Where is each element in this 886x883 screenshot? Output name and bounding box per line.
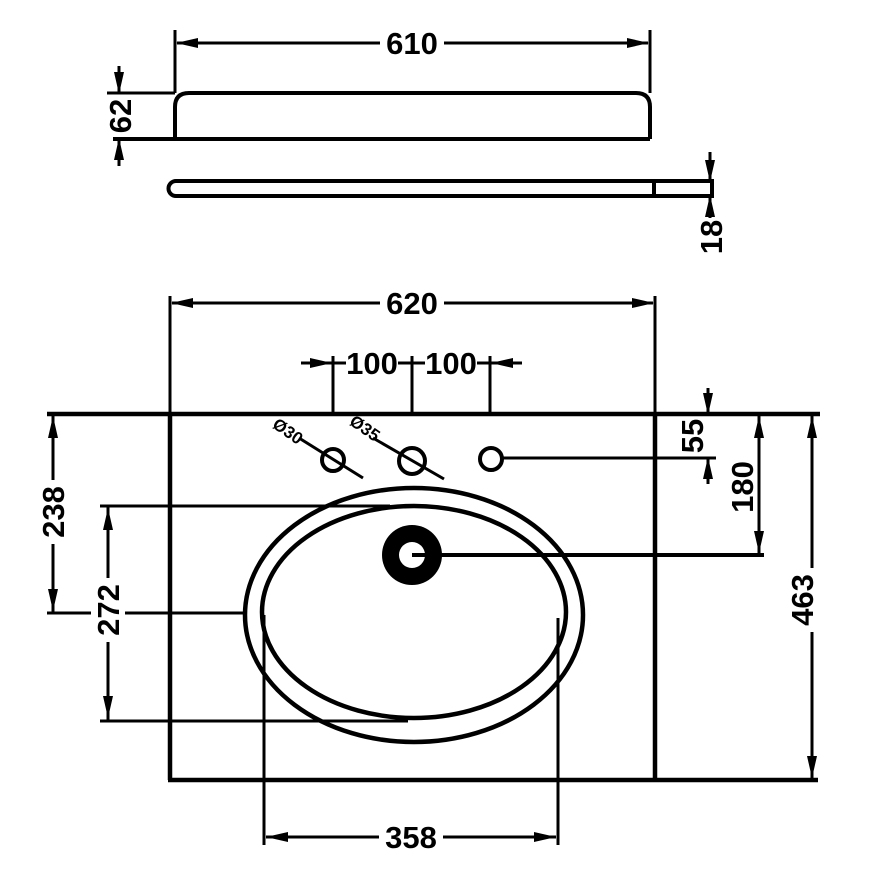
basin-rim-ellipse [242,485,586,745]
dim-label-hole-spacing-right: 100 [425,346,477,381]
arrowhead-55-bottom [703,457,713,479]
arrowhead-620-right [632,298,654,308]
arrowhead-358-right [534,832,556,842]
arrowhead-18-top [705,160,715,182]
arrowhead-180-bottom [754,531,764,553]
dim-label-edge-to-overflow: 180 [725,461,760,513]
plan-view: 620 100 100 Ø30 Ø35 [36,286,820,855]
dim-label-edge-to-bowl-centre: 238 [36,486,71,538]
arrowhead-272-top [103,508,113,530]
dim-label-hole-left-diameter: Ø30 [269,414,306,448]
arrowhead-62-top [114,72,124,94]
label-mask-463 [786,568,820,632]
arrowhead-238-bottom [48,589,58,611]
dim-label-shelf-width: 610 [386,26,438,61]
arrowhead-100-left [310,358,332,368]
dim-label-counter-depth: 463 [785,574,820,626]
arrowhead-100-right [491,358,513,368]
arrowhead-463-bottom [807,756,817,778]
front-elevation-view: 610 62 [103,26,652,166]
side-profile-view: 18 [166,152,729,254]
arrowhead-18-bottom [705,195,715,217]
leader-hole-left-strike [298,436,364,480]
tap-hole-middle [397,446,427,476]
dim-label-shelf-height: 62 [103,99,138,133]
tap-hole-left [320,447,346,473]
dim-label-bowl-depth: 272 [91,584,126,636]
arrowhead-55-top [703,393,713,415]
dim-label-bowl-width: 358 [385,820,437,855]
arrowhead-610-left [176,38,198,48]
side-profile-outline [166,179,714,198]
arrowhead-610-right [627,38,649,48]
leader-hole-middle-strike [372,436,445,481]
arrowhead-62-bottom [114,138,124,160]
tap-hole-right [478,446,504,472]
label-mask-620 [380,286,444,320]
arrowhead-620-left [171,298,193,308]
arrowhead-238-top [48,416,58,438]
front-view-outline [173,91,652,139]
arrowhead-272-bottom [103,696,113,718]
dim-label-edge-to-tap-holes: 55 [675,419,710,453]
arrowhead-180-top [754,416,764,438]
label-mask-358 [379,820,443,854]
basin-bowl-ellipse [259,503,569,721]
label-mask-100-right [425,347,477,379]
arrowhead-463-top [807,416,817,438]
dim-label-hole-spacing-left: 100 [346,346,398,381]
dim-label-shelf-thickness: 18 [694,220,729,254]
label-mask-272 [91,578,125,642]
arrowhead-358-left [266,832,288,842]
dim-label-counter-width: 620 [386,286,438,321]
label-mask-238 [36,480,70,544]
label-mask-100-left [346,347,398,379]
label-mask-610 [380,26,444,60]
